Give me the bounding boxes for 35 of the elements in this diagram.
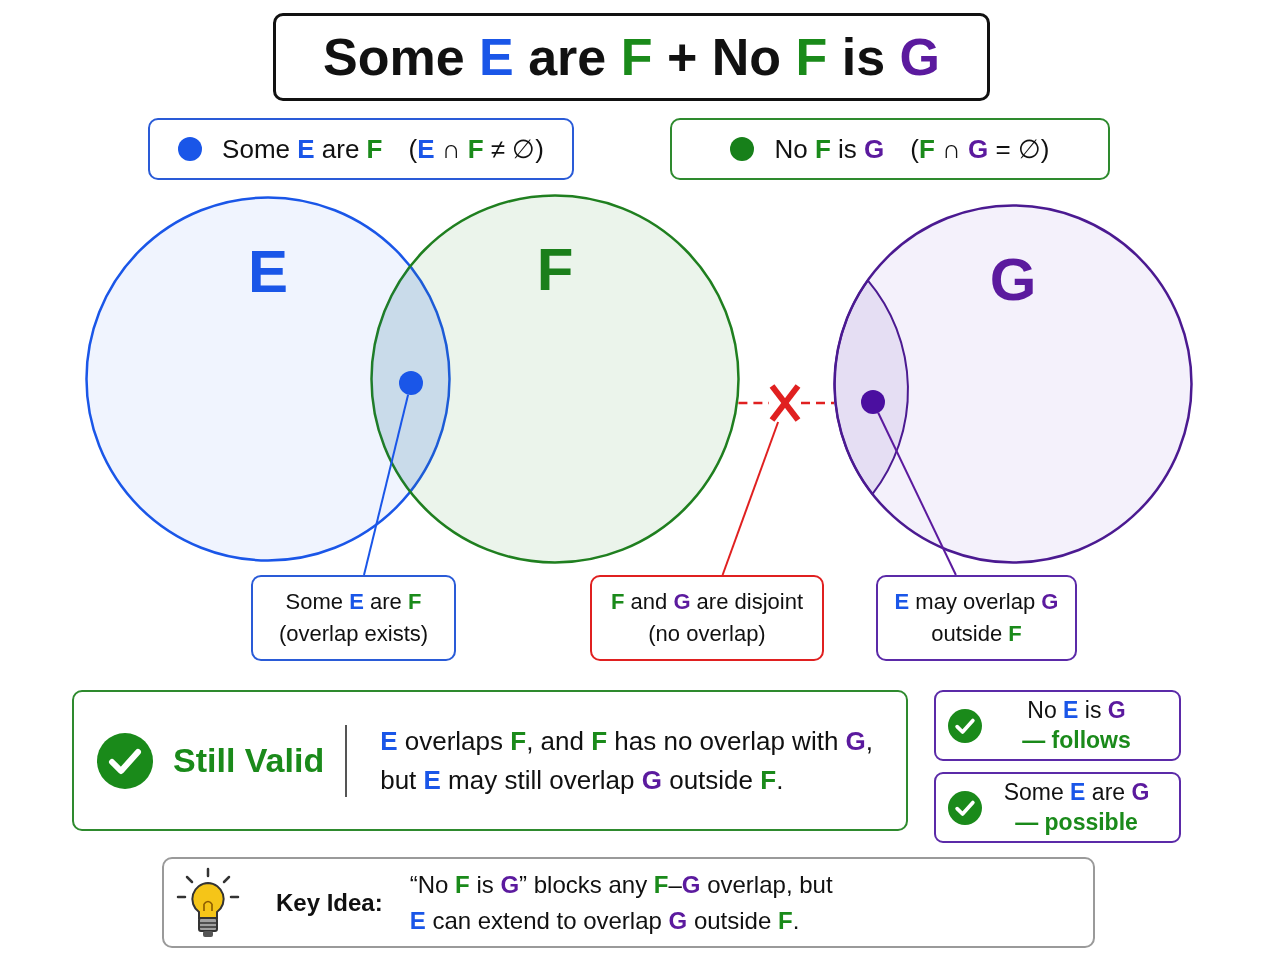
set-label: G [988, 250, 1038, 310]
explanation-text: E overlaps F, and F has no overlap with G, but E may still overlap G outside F. [380, 724, 875, 797]
conclusion-box [934, 690, 1181, 761]
key-idea-text: “No F is G” blocks any F–G overlap, but E can extend to overlap G outside F. [409, 869, 834, 936]
callout: Some E are F (overlap exists) [251, 575, 456, 661]
callout: E may overlap G outside F [876, 575, 1077, 661]
set-notation: (F ∩ G = ∅) [910, 133, 1050, 165]
set-notation: (E ∩ F ≠ ∅) [408, 133, 544, 165]
key-idea-heading: Key Idea: [276, 888, 383, 917]
premise-box [148, 118, 574, 180]
conclusion-text: No E is G [1027, 695, 1126, 725]
point-dot-icon [861, 390, 885, 414]
set-circle [833, 204, 1193, 564]
conclusion-box [934, 772, 1181, 843]
dashed-connector [738, 401, 769, 405]
set-circle [370, 194, 740, 564]
set-label: E [247, 242, 289, 302]
conclusion-text: Some E are G [1003, 777, 1150, 807]
dashed-connector [801, 401, 834, 405]
result-panel [72, 690, 908, 831]
title: Some E are F + No F is G [273, 13, 990, 101]
conclusion-status: — follows [1022, 725, 1131, 755]
leader-line [363, 393, 410, 576]
premise-text: No F is G [774, 133, 885, 165]
conclusion-status: — possible [1015, 807, 1138, 837]
leader-line [877, 411, 957, 576]
leader-line [721, 421, 780, 576]
set-label: F [535, 240, 575, 300]
verdict-heading: Still Valid [173, 741, 325, 780]
point-dot-icon [399, 371, 423, 395]
cross-mark-icon [769, 384, 801, 422]
premise-box [670, 118, 1110, 180]
callout: F and G are disjoint (no overlap) [590, 575, 824, 661]
premise-text: Some E are F [222, 133, 383, 165]
key-idea-panel [162, 857, 1095, 948]
